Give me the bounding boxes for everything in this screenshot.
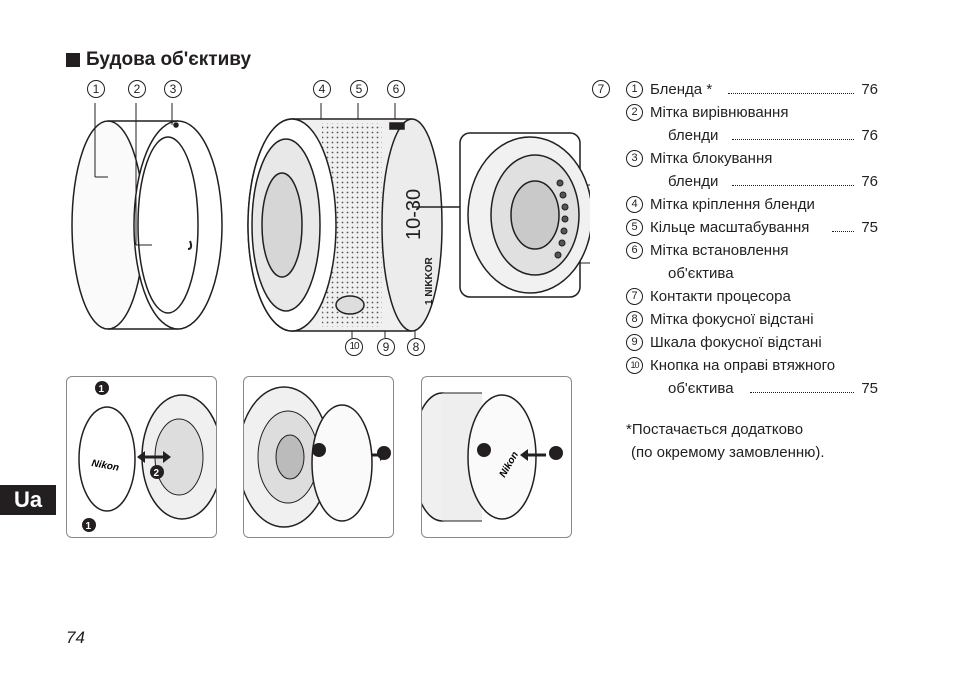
legend-page: 76 bbox=[861, 81, 878, 98]
legend-item-cont: об'єктива bbox=[626, 262, 878, 285]
dot-leader bbox=[728, 78, 854, 94]
legend-label-cont: об'єктива bbox=[668, 265, 734, 282]
legend-label: Кнопка на оправі втяжного bbox=[650, 357, 836, 374]
legend-label: Контакти процесора bbox=[650, 288, 791, 305]
dot-leader bbox=[732, 124, 854, 140]
legend-item: 1 Бленда * 76 bbox=[626, 78, 878, 101]
dot-leader bbox=[732, 170, 854, 186]
legend-page: 76 bbox=[861, 173, 878, 190]
footnote-line-2: (по окремому замовленню). bbox=[631, 444, 825, 461]
legend-item: 10 Кнопка на оправі втяжного bbox=[626, 354, 878, 377]
legend-label: Мітка вирівнювання bbox=[650, 104, 789, 121]
legend-item: 8 Мітка фокусної відстані bbox=[626, 308, 878, 331]
legend-label-cont: об'єктива bbox=[668, 380, 734, 397]
legend-page: 75 bbox=[861, 219, 878, 236]
callout-3: 3 bbox=[164, 80, 182, 98]
legend-number: 1 bbox=[626, 81, 643, 98]
legend-number: 6 bbox=[626, 242, 643, 259]
legend-label: Мітка встановлення bbox=[650, 242, 789, 259]
legend-item: 2 Мітка вирівнювання bbox=[626, 101, 878, 124]
legend-item-cont: бленди 76 bbox=[626, 170, 878, 193]
lens-brand-marking: 1 NIKKOR bbox=[424, 256, 435, 305]
heading-square-icon bbox=[66, 53, 80, 67]
legend-label: Кільце масштабування bbox=[650, 219, 810, 236]
legend-number: 3 bbox=[626, 150, 643, 167]
step-1-marker-b: 1 bbox=[86, 521, 92, 532]
lens-hood-illustration bbox=[71, 120, 223, 330]
legend-item-cont: бленди 76 bbox=[626, 124, 878, 147]
callout-5: 5 bbox=[350, 80, 368, 98]
legend-label: Мітка фокусної відстані bbox=[650, 311, 814, 328]
legend-number: 7 bbox=[626, 288, 643, 305]
legend-label: Шкала фокусної відстані bbox=[650, 334, 822, 351]
legend-page: 76 bbox=[861, 127, 878, 144]
lens-body-illustration bbox=[247, 118, 460, 332]
legend-label-cont: бленди bbox=[668, 127, 719, 144]
legend-item: 6 Мітка встановлення bbox=[626, 239, 878, 262]
legend-item: 3 Мітка блокування bbox=[626, 147, 878, 170]
legend-item-cont: об'єктива 75 bbox=[626, 377, 878, 400]
lens-zoom-marking: 10-30 bbox=[403, 189, 425, 240]
callout-10: 10 bbox=[345, 338, 363, 356]
legend-label: Мітка кріплення бленди bbox=[650, 196, 815, 213]
footnote: *Постачається додатково (по окремому зам… bbox=[626, 418, 825, 464]
legend-label: Бленда * bbox=[650, 81, 713, 98]
parts-legend: 1 Бленда * 76 2 Мітка вирівнювання бленд… bbox=[626, 78, 878, 400]
legend-number: 2 bbox=[626, 104, 643, 121]
legend-item: 5 Кільце масштабування 75 bbox=[626, 216, 878, 239]
panel-rear-cap-remove bbox=[243, 376, 394, 538]
callout-1: 1 bbox=[87, 80, 105, 98]
callout-9: 9 bbox=[377, 338, 395, 356]
callout-6: 6 bbox=[387, 80, 405, 98]
callout-4: 4 bbox=[313, 80, 331, 98]
front-cap-logo: Nikon bbox=[91, 458, 120, 474]
legend-number: 8 bbox=[626, 311, 643, 328]
footnote-line-1: *Постачається додатково bbox=[626, 421, 804, 438]
legend-item: 4 Мітка кріплення бленди bbox=[626, 193, 878, 216]
panel-front-cap: Nikon 1 2 1 bbox=[66, 376, 217, 538]
rear-mount-illustration bbox=[459, 132, 590, 298]
lens-parts-diagram: 10-30 1 NIKKOR bbox=[71, 103, 590, 338]
legend-number: 4 bbox=[626, 196, 643, 213]
callout-2: 2 bbox=[128, 80, 146, 98]
legend-number: 5 bbox=[626, 219, 643, 236]
dot-leader bbox=[750, 377, 854, 393]
legend-number: 10 bbox=[626, 357, 643, 374]
language-tab: Ua bbox=[0, 485, 56, 515]
step-2-marker: 2 bbox=[154, 468, 160, 479]
panel-rear-cap-attach: Nikon bbox=[421, 376, 572, 538]
legend-label-cont: бленди bbox=[668, 173, 719, 190]
legend-item: 9 Шкала фокусної відстані bbox=[626, 331, 878, 354]
legend-label: Мітка блокування bbox=[650, 150, 773, 167]
step-1-marker-a: 1 bbox=[99, 384, 105, 395]
section-title: Будова об'єктиву bbox=[86, 49, 252, 70]
page-number: 74 bbox=[66, 628, 85, 647]
callout-8: 8 bbox=[407, 338, 425, 356]
legend-page: 75 bbox=[861, 380, 878, 397]
section-heading: Будова об'єктиву bbox=[66, 49, 251, 71]
dot-leader bbox=[832, 216, 854, 232]
legend-number: 9 bbox=[626, 334, 643, 351]
legend-item: 7 Контакти процесора bbox=[626, 285, 878, 308]
callout-7: 7 bbox=[592, 80, 610, 98]
